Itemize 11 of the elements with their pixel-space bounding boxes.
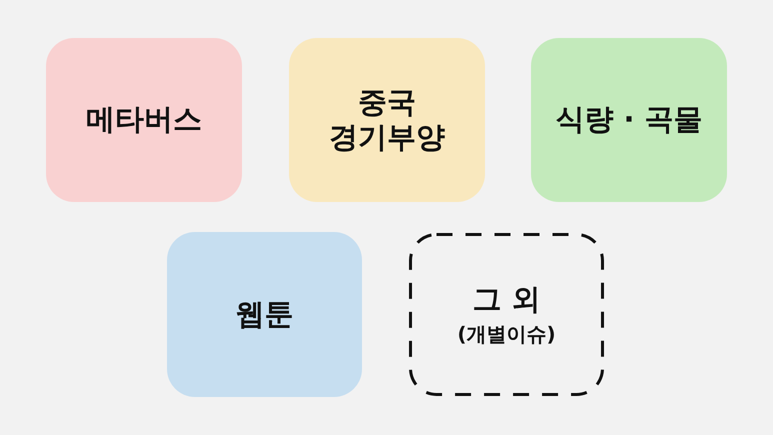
rounded-box [167, 232, 362, 397]
rounded-box [289, 38, 485, 202]
topic-label: 식량 · 곡물 [555, 102, 703, 138]
rounded-box [46, 38, 242, 202]
rounded-box [531, 38, 727, 202]
topic-note: (개별이슈) [457, 321, 556, 348]
topic-label: 웹툰 [236, 296, 294, 332]
topic-label: 중국 경기부양 [328, 84, 446, 156]
topic-label: 그 외 [472, 282, 541, 318]
dashed-rounded-box [409, 233, 604, 396]
topic-label: 메타버스 [86, 102, 202, 138]
